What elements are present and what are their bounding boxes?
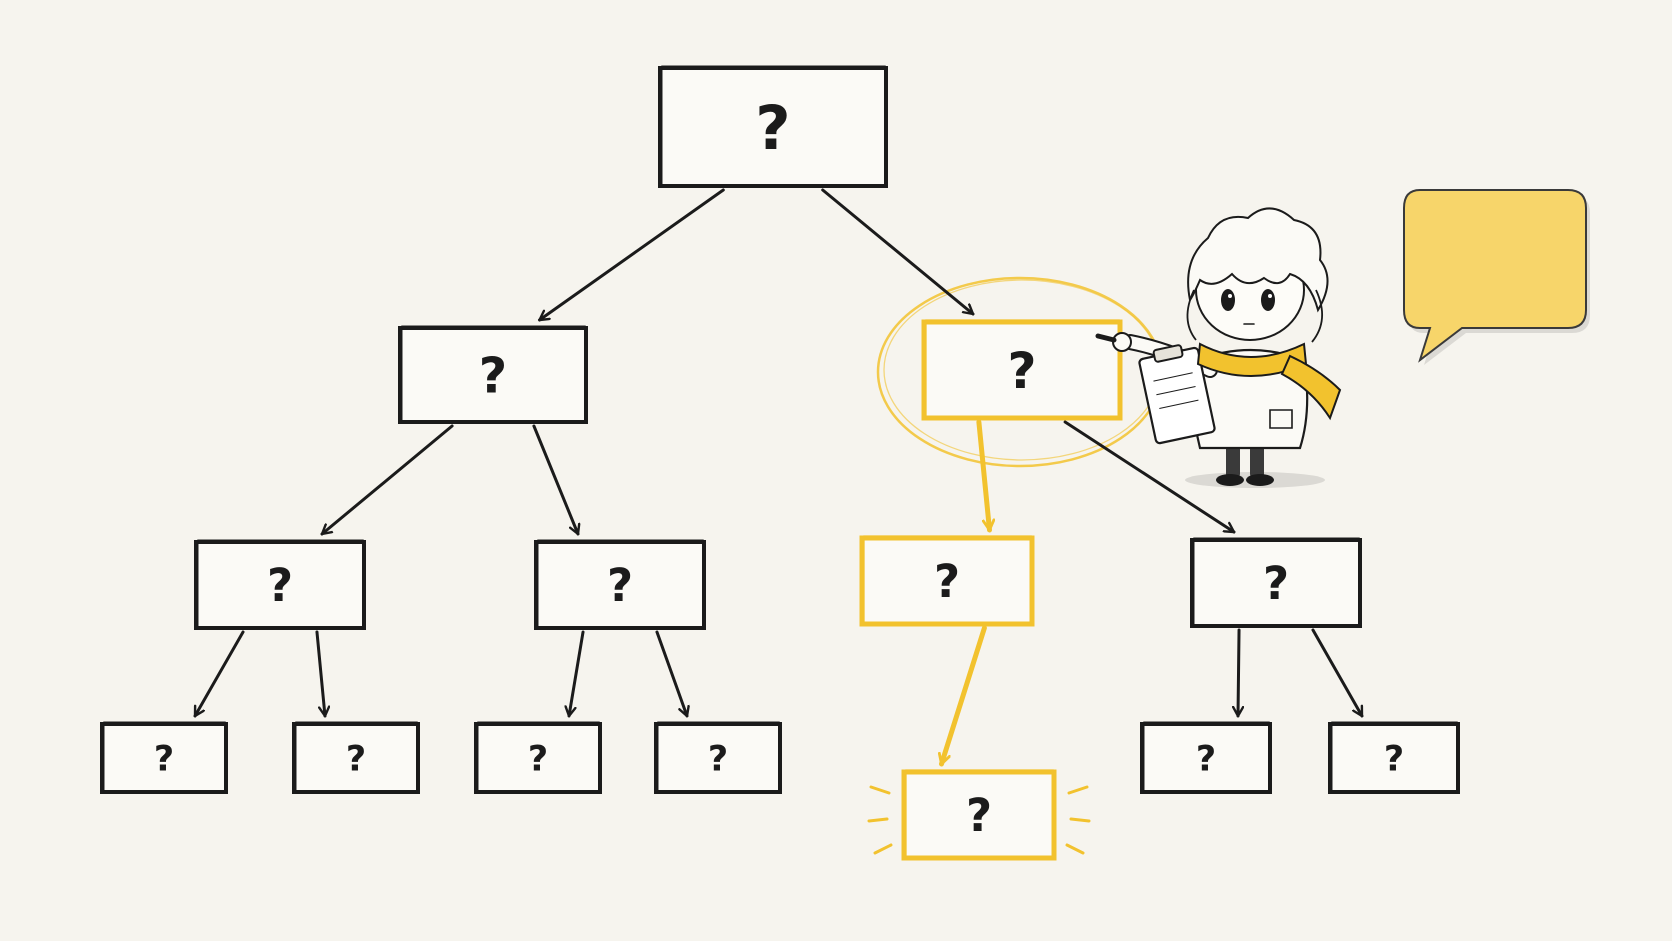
edge-l2-a-to-leaf-2 xyxy=(315,630,325,718)
node-box-sketch xyxy=(657,721,780,793)
node-box xyxy=(292,722,420,794)
node-label: ? xyxy=(346,740,366,780)
character-scarf-tail xyxy=(1280,354,1342,421)
node-l2-a: ? xyxy=(194,539,366,630)
node-label: ? xyxy=(1196,740,1216,780)
character-pointing-finger xyxy=(1095,333,1117,343)
character-hair-side-left xyxy=(1186,289,1197,341)
node-box xyxy=(474,722,602,794)
node-leaf-1: ? xyxy=(100,721,228,794)
character-coat-pocket xyxy=(1269,409,1293,429)
character-eye-left xyxy=(1221,289,1235,311)
node-box xyxy=(1190,538,1362,628)
character-hair-side-right xyxy=(1311,289,1323,343)
edge-l1-right-to-l2-c xyxy=(976,419,990,533)
edge-l2-d-to-leaf-7 xyxy=(1311,628,1364,718)
edge-root-to-l1-right xyxy=(821,188,975,316)
clipboard-icon xyxy=(1138,344,1216,445)
nodes-layer: ?????????????? xyxy=(100,65,1460,861)
node-box-sketch xyxy=(1193,537,1360,627)
node-box xyxy=(534,540,706,630)
node-box-sketch xyxy=(661,65,886,187)
node-leaf-2: ? xyxy=(292,721,420,794)
node-leaf-7: ? xyxy=(1328,721,1460,794)
character-eye-right-shine xyxy=(1268,294,1272,298)
speech-bubble xyxy=(1403,189,1590,365)
node-box-sketch xyxy=(103,721,226,793)
node-box-sketch xyxy=(863,535,1032,625)
node-root: ? xyxy=(658,65,888,188)
edge-l1-left-to-l2-a xyxy=(320,424,454,536)
node-box xyxy=(1328,722,1460,794)
node-leaf-6: ? xyxy=(1140,721,1272,794)
edge-l2-c-to-leaf-5 xyxy=(942,625,987,767)
node-box-sketch xyxy=(905,769,1054,859)
character-shoe-left xyxy=(1216,474,1244,486)
edge-l2-b-to-leaf-4 xyxy=(655,630,687,718)
glow-ray xyxy=(1069,817,1091,823)
node-label: ? xyxy=(1263,557,1289,610)
character-hair xyxy=(1187,207,1329,313)
node-label: ? xyxy=(934,555,960,608)
node-label: ? xyxy=(479,348,507,405)
node-l2-d: ? xyxy=(1190,537,1362,628)
edge-root-to-l1-left xyxy=(538,188,725,322)
node-box-sketch xyxy=(197,539,364,629)
node-label: ? xyxy=(755,93,790,164)
node-label: ? xyxy=(267,559,293,612)
character-eye-left-shine xyxy=(1228,294,1232,298)
edge-l2-a-to-leaf-1 xyxy=(193,630,245,718)
node-box-sketch xyxy=(1331,721,1458,793)
character-eye-right xyxy=(1261,289,1275,311)
glow-ray xyxy=(873,843,893,855)
node-label: ? xyxy=(607,559,633,612)
node-box-sketch xyxy=(477,721,600,793)
node-box-sketch xyxy=(401,325,586,423)
character-illustration xyxy=(1095,207,1342,488)
glow-rays xyxy=(867,785,1091,855)
node-box xyxy=(194,540,366,630)
node-l2-b: ? xyxy=(534,539,706,630)
edge-l2-b-to-leaf-3 xyxy=(569,630,585,718)
glow-ray xyxy=(869,785,891,795)
character-shoe-right xyxy=(1246,474,1274,486)
node-box xyxy=(398,326,588,424)
node-leaf-3: ? xyxy=(474,721,602,794)
node-label: ? xyxy=(154,740,174,780)
node-label: ? xyxy=(708,740,728,780)
node-label: ? xyxy=(528,740,548,780)
node-box-sketch xyxy=(1143,721,1270,793)
node-label: ? xyxy=(966,789,992,842)
node-label: ? xyxy=(1384,740,1404,780)
node-box-sketch xyxy=(537,539,704,629)
node-box xyxy=(654,722,782,794)
character-pointing-hand xyxy=(1112,332,1132,352)
glow-ray xyxy=(1065,843,1085,855)
edge-l1-right-to-l2-d xyxy=(1063,420,1236,534)
node-l2-c: ? xyxy=(859,535,1035,627)
node-leaf-4: ? xyxy=(654,721,782,794)
glow-ray xyxy=(867,817,889,823)
edges-layer xyxy=(193,188,1364,767)
glow-ray xyxy=(1067,785,1089,795)
node-box xyxy=(901,769,1057,861)
node-box xyxy=(859,535,1035,627)
node-l1-left: ? xyxy=(398,325,588,424)
node-box-sketch xyxy=(295,721,418,793)
node-label: ? xyxy=(1007,342,1036,400)
node-box xyxy=(921,319,1123,421)
edge-l2-d-to-leaf-6 xyxy=(1238,628,1239,718)
edge-l1-left-to-l2-b xyxy=(532,424,578,536)
node-leaf-5: ? xyxy=(901,769,1057,861)
node-box-sketch xyxy=(925,319,1120,419)
speech-bubble-shape xyxy=(1403,189,1587,363)
node-l1-right: ? xyxy=(921,319,1123,421)
